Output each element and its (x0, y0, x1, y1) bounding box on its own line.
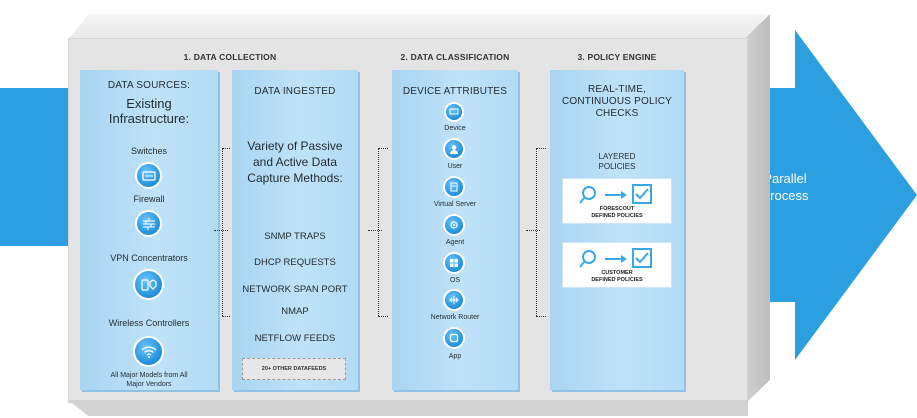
sources-title-line1: Existing (126, 96, 172, 111)
stage-title-policy-engine: 3. POLICY ENGINE (577, 52, 657, 62)
customer-policies-card: CUSTOMER DEFINED POLICIES (562, 242, 672, 288)
connector-1-vertical (222, 148, 223, 316)
card2-line2: DEFINED POLICIES (591, 277, 643, 283)
ingest-item-snmp: SNMP TRAPS (264, 231, 326, 242)
connector-2-top (378, 148, 388, 149)
card1-line1: FORESCOUT (599, 206, 635, 212)
policy-checks-header: REAL-TIME, CONTINUOUS POLICY CHECKS (550, 84, 684, 120)
attr-user-label: User (447, 163, 463, 170)
switch-icon (135, 162, 162, 189)
ingest-item-nmap: NMAP (281, 306, 309, 317)
parallel-process-label: Parallel Process (745, 170, 825, 204)
sources-title-line2: Infrastructure: (108, 111, 190, 126)
attr-network-router-label: Network Router (430, 314, 480, 321)
policy-check-icon (579, 248, 652, 268)
user-icon (443, 138, 465, 160)
attr-device-label: Device (444, 125, 466, 132)
forescout-policies-label: FORESCOUT DEFINED POLICIES (563, 206, 671, 220)
data-ingested-header: DATA INGESTED (254, 86, 336, 97)
app-icon (443, 327, 465, 349)
box-bottom-face (68, 400, 748, 416)
policy-header-line2: CONTINUOUS POLICY (561, 96, 673, 107)
stage-title-data-collection: 1. DATA COLLECTION (183, 52, 277, 62)
box-top-face (68, 14, 768, 40)
footer-line1: All Major Models from All (110, 372, 188, 379)
wifi-icon (133, 336, 164, 367)
stage-title-data-classification: 2. DATA CLASSIFICATION (400, 52, 510, 62)
attr-virtual-server-label: Virtual Server (433, 201, 477, 208)
arrow-label-line2: Process (761, 188, 809, 203)
box-right-face (746, 14, 770, 403)
attr-agent-label: Agent (445, 239, 465, 246)
data-sources-panel: DATA SOURCES: Existing Infrastructure: S… (80, 70, 218, 390)
attr-app-label: App (448, 353, 462, 360)
footer-line2: Major Vendors (126, 381, 172, 388)
ingest-item-span: NETWORK SPAN PORT (242, 284, 348, 295)
policy-header-line3: CHECKS (595, 108, 639, 119)
ingested-title-line3: Capture Methods: (247, 171, 343, 185)
forescout-policies-card: FORESCOUT DEFINED POLICIES (562, 178, 672, 224)
connector-3-top (536, 148, 546, 149)
device-icon (444, 102, 464, 122)
connector-3-horizontal (526, 230, 540, 231)
network-router-icon (443, 289, 465, 311)
device-attributes-panel: DEVICE ATTRIBUTES Device User Virtual Se… (392, 70, 518, 390)
connector-1-bottom (222, 316, 230, 317)
policy-header-line1: REAL-TIME, (587, 84, 647, 95)
policy-engine-panel: REAL-TIME, CONTINUOUS POLICY CHECKS LAYE… (550, 70, 684, 390)
layered-policies-label: LAYERED POLICIES (550, 152, 684, 172)
connector-3-bottom (536, 316, 546, 317)
ingested-title-line2: and Active Data (252, 155, 338, 169)
layered-line2: POLICIES (598, 162, 636, 171)
connector-3-vertical (536, 148, 537, 316)
firewall-icon (135, 210, 162, 237)
device-attributes-header: DEVICE ATTRIBUTES (402, 86, 508, 97)
data-sources-header: DATA SOURCES: (107, 80, 191, 91)
capture-methods-title: Variety of Passive and Active Data Captu… (232, 138, 358, 186)
policy-check-icon (579, 184, 652, 204)
connector-1-top (222, 148, 230, 149)
vpn-concentrator-icon (133, 269, 164, 300)
vpn-concentrators-label: VPN Concentrators (110, 253, 188, 263)
layered-line1: LAYERED (598, 152, 636, 161)
wireless-controllers-label: Wireless Controllers (108, 318, 190, 328)
connector-2-vertical (378, 148, 379, 316)
arrow-label-line1: Parallel (763, 171, 807, 186)
virtual-server-icon (443, 176, 465, 198)
os-windows-icon (443, 252, 465, 274)
ingest-item-dhcp: DHCP REQUESTS (254, 257, 336, 268)
data-sources-title: Existing Infrastructure: (80, 96, 218, 126)
ingested-title-line1: Variety of Passive (247, 139, 343, 153)
data-ingested-panel: DATA INGESTED Variety of Passive and Act… (232, 70, 358, 390)
connector-1-horizontal (214, 230, 228, 231)
card2-line1: CUSTOMER (601, 270, 633, 276)
all-vendors-footer: All Major Models from All Major Vendors (80, 371, 218, 389)
customer-policies-label: CUSTOMER DEFINED POLICIES (563, 270, 671, 284)
switches-label: Switches (130, 146, 167, 156)
firewall-label: Firewall (133, 194, 165, 204)
ingest-item-netflow: NETFLOW FEEDS (254, 333, 336, 344)
connector-2-horizontal (368, 230, 382, 231)
attr-os-label: OS (449, 277, 461, 284)
card1-line2: DEFINED POLICIES (591, 213, 643, 219)
other-datafeeds-box: 20+ OTHER DATAFEEDS (242, 358, 346, 380)
agent-icon (443, 214, 465, 236)
connector-2-bottom (378, 316, 388, 317)
